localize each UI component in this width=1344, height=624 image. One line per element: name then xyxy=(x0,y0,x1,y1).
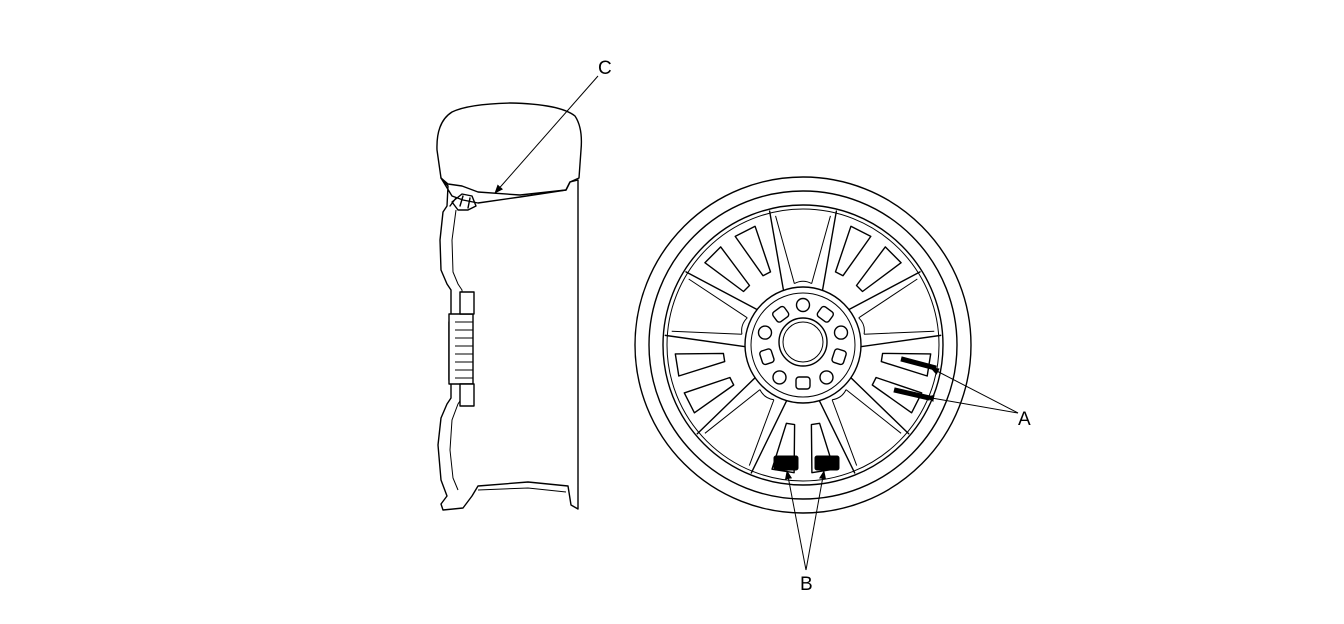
callout-label-a: A xyxy=(1018,409,1031,430)
hub-pocket xyxy=(816,305,834,323)
spoke-gap-edge xyxy=(671,278,748,335)
lug-hole xyxy=(819,370,834,385)
hub-pocket xyxy=(795,376,811,390)
spoke-gap-edge xyxy=(704,389,775,466)
wheel-front-view xyxy=(634,176,972,514)
spoke-group xyxy=(664,210,942,474)
leader-b-1 xyxy=(784,470,807,571)
tire-section xyxy=(436,102,583,196)
hub-ribs xyxy=(455,321,473,379)
lug-group xyxy=(757,297,849,390)
center-bore xyxy=(778,317,828,367)
spoke-window xyxy=(704,246,751,293)
spoke-gap-edge xyxy=(858,278,935,335)
leader-lines xyxy=(494,75,1019,571)
spoke-window xyxy=(855,246,902,293)
lug-hole xyxy=(795,297,811,313)
tire-outer-edge xyxy=(634,176,972,514)
leader-b-2 xyxy=(805,470,827,571)
spoke-outline xyxy=(821,210,921,312)
clip-on-weight xyxy=(449,193,477,211)
hub-flange-bottom xyxy=(459,383,475,407)
leader-a-1 xyxy=(930,367,1019,414)
hub-pocket xyxy=(759,348,775,366)
balance-weight-b-2 xyxy=(814,455,840,471)
rim-inner-edge xyxy=(662,204,944,486)
lug-hole xyxy=(757,325,773,340)
spoke-gap-edge xyxy=(775,215,831,285)
spoke-outline xyxy=(685,210,785,312)
spoke-outline xyxy=(664,334,758,435)
spoke-window xyxy=(871,376,923,414)
rim-barrel-line xyxy=(666,208,940,482)
spoke-window xyxy=(880,352,932,377)
spoke-window xyxy=(683,376,735,414)
callout-label-c: C xyxy=(598,58,612,79)
spoke-outline xyxy=(848,334,942,435)
spoke-window xyxy=(834,225,872,277)
hub-ring xyxy=(750,292,856,398)
spoke-gap-edge xyxy=(831,389,902,466)
lug-hole xyxy=(772,370,787,385)
rim-outer-edge xyxy=(648,190,958,500)
hub-flange-top xyxy=(459,291,475,315)
hub-section xyxy=(448,313,474,385)
wheel-side-view xyxy=(436,102,583,511)
hub-pocket xyxy=(831,348,847,366)
center-bore-inner xyxy=(782,321,824,363)
balance-weight-b-1 xyxy=(773,455,799,471)
rim-profile xyxy=(437,177,579,511)
leader-c xyxy=(494,75,599,194)
callout-label-b: B xyxy=(800,574,813,595)
spoke-window xyxy=(734,225,772,277)
spoke-window xyxy=(674,352,726,377)
hub-pocket xyxy=(772,305,790,323)
leader-a-2 xyxy=(925,394,1019,414)
lug-hole xyxy=(833,325,849,340)
spoke-outline xyxy=(750,398,856,474)
